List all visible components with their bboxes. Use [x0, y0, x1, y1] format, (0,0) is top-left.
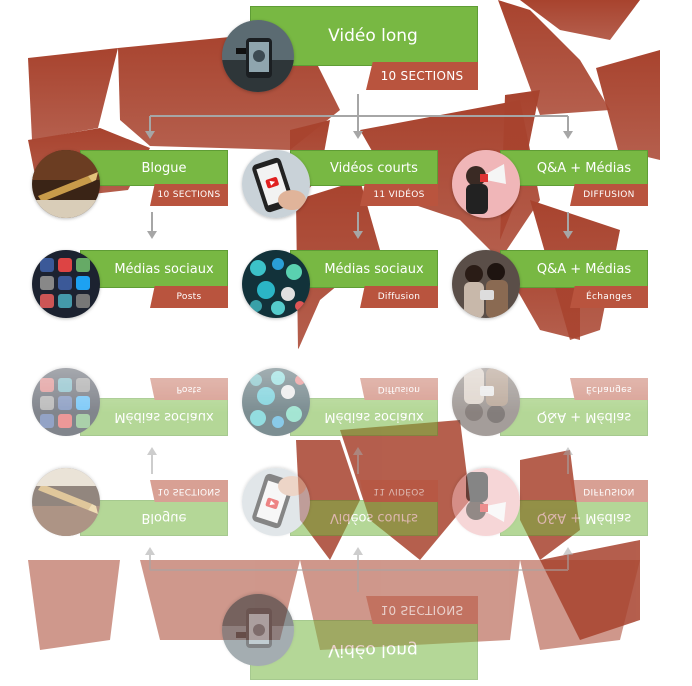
node-qa-medias-echanges: Q&A + Médias Échanges	[452, 250, 650, 318]
node-title: Q&A + Médias	[500, 250, 648, 288]
phone-video-photo	[242, 150, 310, 218]
megaphone-photo	[452, 150, 520, 218]
node-medias-sociaux-posts: Médias sociaux Posts	[32, 250, 230, 318]
node-subtitle-badge: DIFFUSION	[570, 184, 648, 206]
phone-camera-photo	[222, 20, 294, 92]
node-subtitle-badge: Diffusion	[360, 286, 438, 308]
node-subtitle-badge: 11 VIDÉOS	[360, 184, 438, 206]
node-title: Médias sociaux	[290, 250, 438, 288]
node-subtitle-badge: 10 SECTIONS	[366, 62, 478, 90]
node-title: Q&A + Médias	[500, 150, 648, 186]
social-apps-photo	[32, 250, 100, 318]
node-subtitle-badge: Échanges	[570, 286, 648, 308]
social-bubbles-photo	[242, 250, 310, 318]
node-video-long: Vidéo long 10 SECTIONS	[222, 6, 480, 92]
two-women-photo	[452, 250, 520, 318]
node-title: Blogue	[80, 150, 228, 186]
node-qa-medias-diffusion: Q&A + Médias DIFFUSION	[452, 150, 650, 218]
node-videos-courts: Vidéos courts 11 VIDÉOS	[242, 150, 440, 218]
fountain-pen-photo	[32, 150, 100, 218]
node-title: Vidéos courts	[290, 150, 438, 186]
node-subtitle-badge: Posts	[150, 286, 228, 308]
node-subtitle-badge: 10 SECTIONS	[150, 184, 228, 206]
node-blogue: Blogue 10 SECTIONS	[32, 150, 230, 218]
node-title: Médias sociaux	[80, 250, 228, 288]
node-medias-sociaux-diffusion: Médias sociaux Diffusion	[242, 250, 440, 318]
